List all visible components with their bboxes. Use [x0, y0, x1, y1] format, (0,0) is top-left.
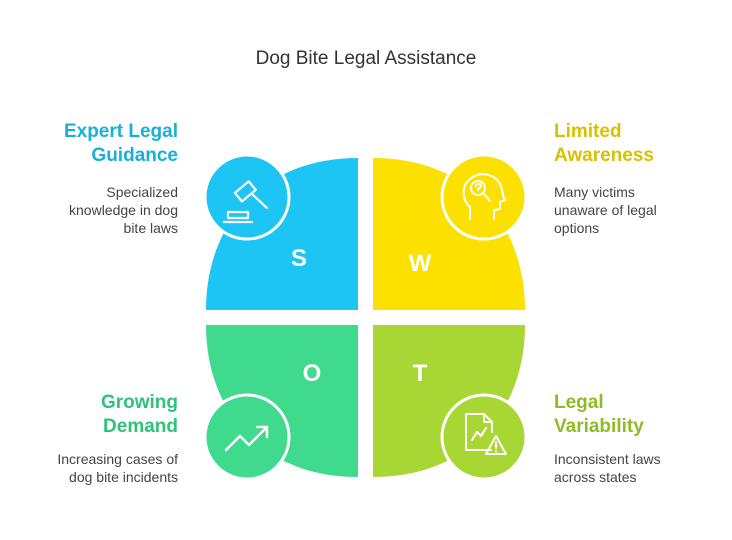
strength-description-line: bite laws [123, 220, 178, 236]
diagram-title: Dog Bite Legal Assistance [255, 48, 477, 69]
weakness-letter: W [409, 250, 432, 277]
gavel-icon [222, 180, 269, 224]
opportunity-letter: O [303, 360, 322, 387]
strength-heading: Expert Legal Guidance [64, 120, 178, 168]
opportunity-description-line: Increasing cases of [57, 451, 178, 467]
strength-quadrant [206, 158, 358, 310]
weakness-heading-line: Limited [554, 121, 622, 142]
threat-icon-circle [440, 393, 528, 481]
strength-description-line: knowledge in dog [69, 202, 178, 218]
strength-description-line: Specialized [106, 184, 178, 200]
opportunity-description: Increasing cases of dog bite incidents [57, 450, 178, 486]
weakness-icon-circle [440, 153, 528, 241]
strength-heading-line: Expert Legal [63, 121, 178, 142]
strength-heading-line: Guidance [91, 145, 178, 166]
weakness-description-line: options [554, 220, 600, 236]
weakness-description-line: unaware of legal [554, 202, 657, 218]
threat-heading-line: Variability [554, 416, 644, 437]
weakness-quadrant [373, 158, 525, 310]
weakness-heading-line: Awareness [554, 145, 654, 166]
document-warning-icon [465, 413, 507, 455]
strength-description: Specialized knowledge in dog bite laws [69, 183, 178, 237]
strength-letter: S [291, 245, 307, 272]
threat-heading-line: Legal [554, 392, 604, 413]
threat-description-line: across states [554, 469, 637, 485]
weakness-heading: Limited Awareness [554, 120, 654, 168]
opportunity-heading-line: Growing [100, 392, 178, 413]
opportunity-quadrant [206, 325, 358, 477]
opportunity-heading: Growing Demand [101, 391, 178, 439]
weakness-description-line: Many victims [554, 184, 635, 200]
opportunity-icon-circle [203, 393, 291, 481]
head-question-icon [462, 173, 506, 220]
threat-description: Inconsistent laws across states [554, 450, 661, 486]
threat-description-line: Inconsistent laws [554, 451, 661, 467]
opportunity-heading-line: Demand [103, 416, 178, 437]
opportunity-description-line: dog bite incidents [69, 469, 178, 485]
threat-letter: T [413, 360, 428, 387]
weakness-description: Many victims unaware of legal options [554, 183, 657, 237]
trend-up-icon [224, 425, 269, 452]
threat-heading: Legal Variability [554, 391, 644, 439]
threat-quadrant [373, 325, 525, 477]
